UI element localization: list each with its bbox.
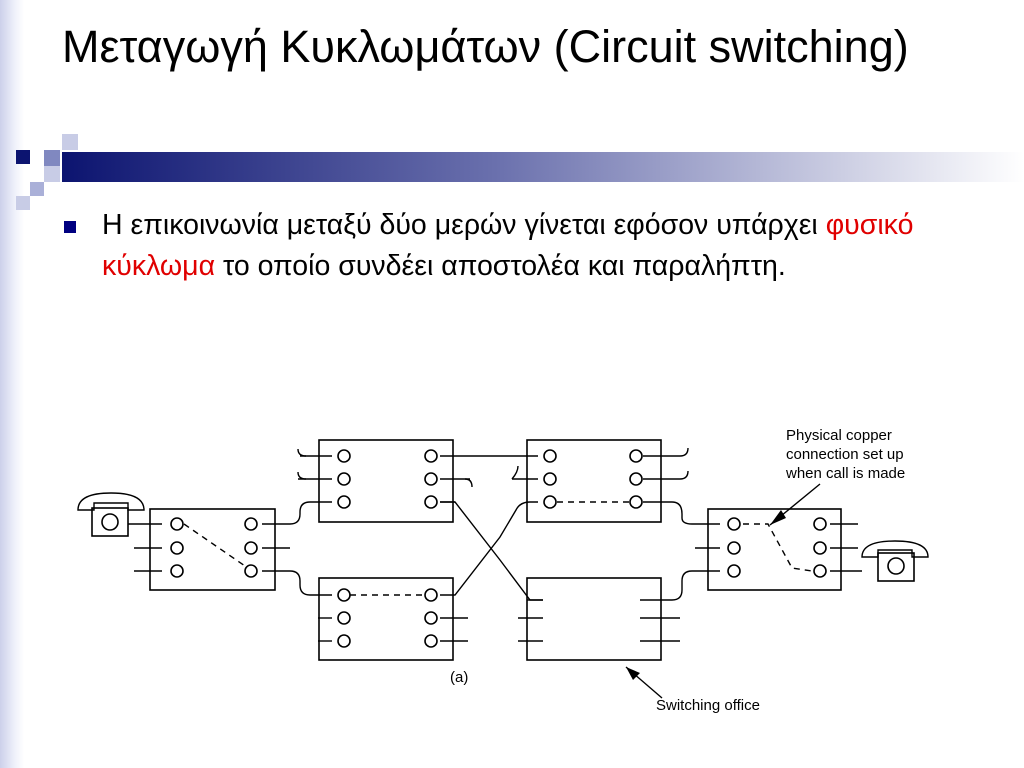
slide-title: Μεταγωγή Κυκλωμάτων (Circuit switching) [62, 21, 909, 72]
bullet-text-end: το οποίο συνδέει αποστολέα και παραλήπτη… [215, 250, 786, 282]
bullet-text-start: Η επικοινωνία μεταξύ δύο μερών γίνεται ε… [102, 209, 826, 241]
switch-box-top-2 [526, 439, 662, 523]
terminals [170, 449, 827, 648]
callout-line-3: when call is made [785, 465, 905, 482]
title-divider [16, 134, 1024, 210]
switch-box-left [149, 508, 276, 591]
switch-box-top-1 [318, 439, 454, 523]
deco-square [16, 196, 30, 210]
telephone-icon-left [77, 492, 145, 537]
office-label: Switching office [656, 697, 760, 714]
wires [128, 447, 862, 642]
callout-physical-copper: Physical copper connection set up when c… [769, 427, 905, 526]
telephone-icon-right [861, 540, 929, 582]
callout-switching-office: Switching office [625, 666, 760, 714]
bullet-marker [64, 221, 76, 233]
callout-line-2: connection set up [786, 446, 904, 463]
side-stripe [0, 0, 24, 768]
physical-connection-path [183, 501, 813, 596]
switch-box-right [707, 508, 842, 591]
deco-square [16, 150, 30, 164]
switch-box-bottom-2 [526, 577, 662, 661]
switching-office-boxes [149, 439, 842, 661]
deco-square [44, 166, 60, 182]
callout-line-1: Physical copper [786, 427, 892, 444]
bullet-highlight: φυσικό κύκλωμα [102, 209, 914, 282]
deco-square [44, 150, 60, 166]
deco-square [62, 134, 78, 150]
diagram-caption: (a) [450, 669, 468, 686]
switch-box-bottom-1 [318, 577, 454, 661]
circuit-switching-diagram: Physical copper connection set up when c… [77, 427, 929, 714]
bullet-text: Η επικοινωνία μεταξύ δύο μερών γίνεται ε… [102, 205, 992, 287]
divider-bar [62, 152, 1024, 182]
deco-square [30, 182, 44, 196]
